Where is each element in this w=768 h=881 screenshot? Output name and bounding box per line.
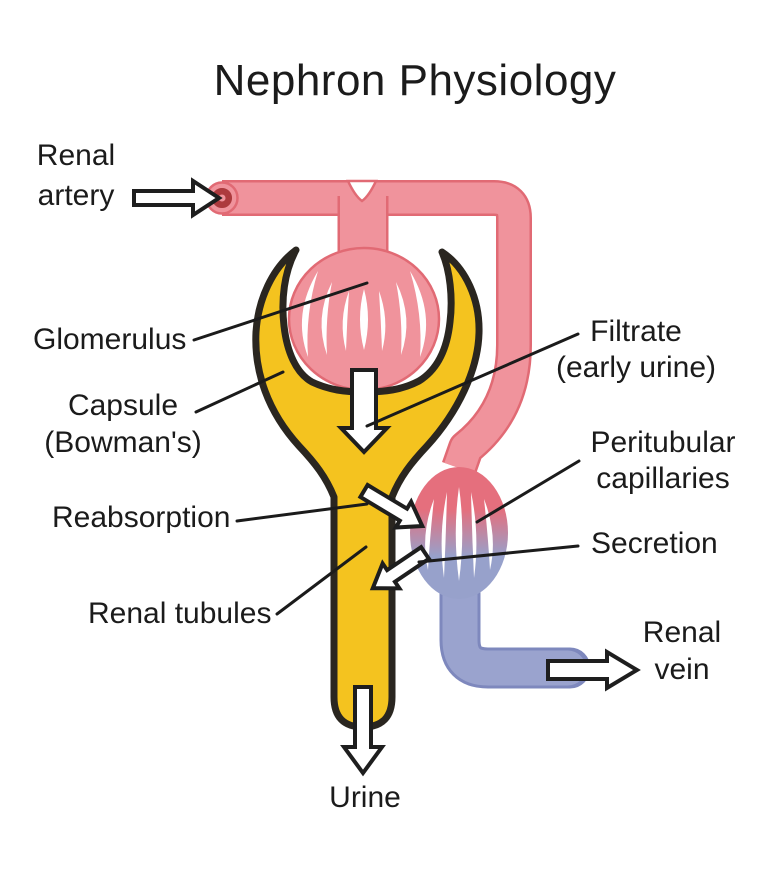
label-secretion: Secretion [591, 527, 718, 560]
label-glomerulus: Glomerulus [33, 323, 187, 356]
label-filtrate-line2: (early urine) [555, 351, 717, 384]
label-renal-artery: Renal artery [37, 136, 115, 216]
label-peritubular-line2: capillaries [596, 462, 730, 495]
label-renal-tubules: Renal tubules [88, 597, 272, 630]
label-renal-vein-line2: vein [654, 653, 710, 686]
reabsorption-flow-arrow [357, 482, 426, 530]
label-capsule-line1: Capsule [67, 389, 179, 422]
renal-vein-flow-arrow [546, 648, 641, 692]
renal-artery-flow-arrow [132, 177, 223, 219]
renal-vein-tube [439, 564, 591, 689]
renal-artery-tube [205, 179, 532, 474]
capsule-pointer-line [194, 370, 285, 414]
secretion-flow-arrow [369, 544, 432, 591]
label-renal-artery-line1: Renal [36, 139, 116, 172]
peritubular-pointer-line [475, 459, 581, 524]
filtrate-pointer-line [365, 332, 580, 428]
reabsorption-pointer-line [235, 502, 369, 523]
label-capsule: Capsule (Bowman's) [44, 387, 201, 461]
urine-flow-arrow [340, 685, 386, 777]
glomerulus-pointer-line [192, 281, 369, 342]
label-filtrate: Filtrate (early urine) [556, 314, 716, 386]
peritubular-capillaries-ball [410, 467, 508, 599]
label-reabsorption: Reabsorption [52, 501, 231, 534]
label-urine: Urine [329, 781, 401, 814]
page-title: Nephron Physiology [213, 56, 617, 105]
label-filtrate-line1: Filtrate [590, 315, 682, 348]
label-peritubular-line1: Peritubular [590, 426, 736, 459]
secretion-pointer-line [417, 544, 580, 564]
tube-junction-notch [346, 179, 378, 203]
label-renal-artery-line2: artery [37, 179, 115, 212]
peritubular-capillary-slits [425, 487, 493, 581]
label-renal-vein-line1: Renal [642, 616, 722, 649]
glomerulus-capillary-slits [301, 271, 427, 357]
label-renal-vein: Renal vein [643, 614, 721, 688]
renal-tubules-pointer-line [275, 545, 368, 616]
filtrate-flow-arrow [336, 368, 392, 455]
glomerulus-ball [287, 246, 441, 392]
label-peritubular-capillaries: Peritubular capillaries [590, 425, 735, 497]
label-capsule-line2: (Bowman's) [44, 426, 202, 459]
